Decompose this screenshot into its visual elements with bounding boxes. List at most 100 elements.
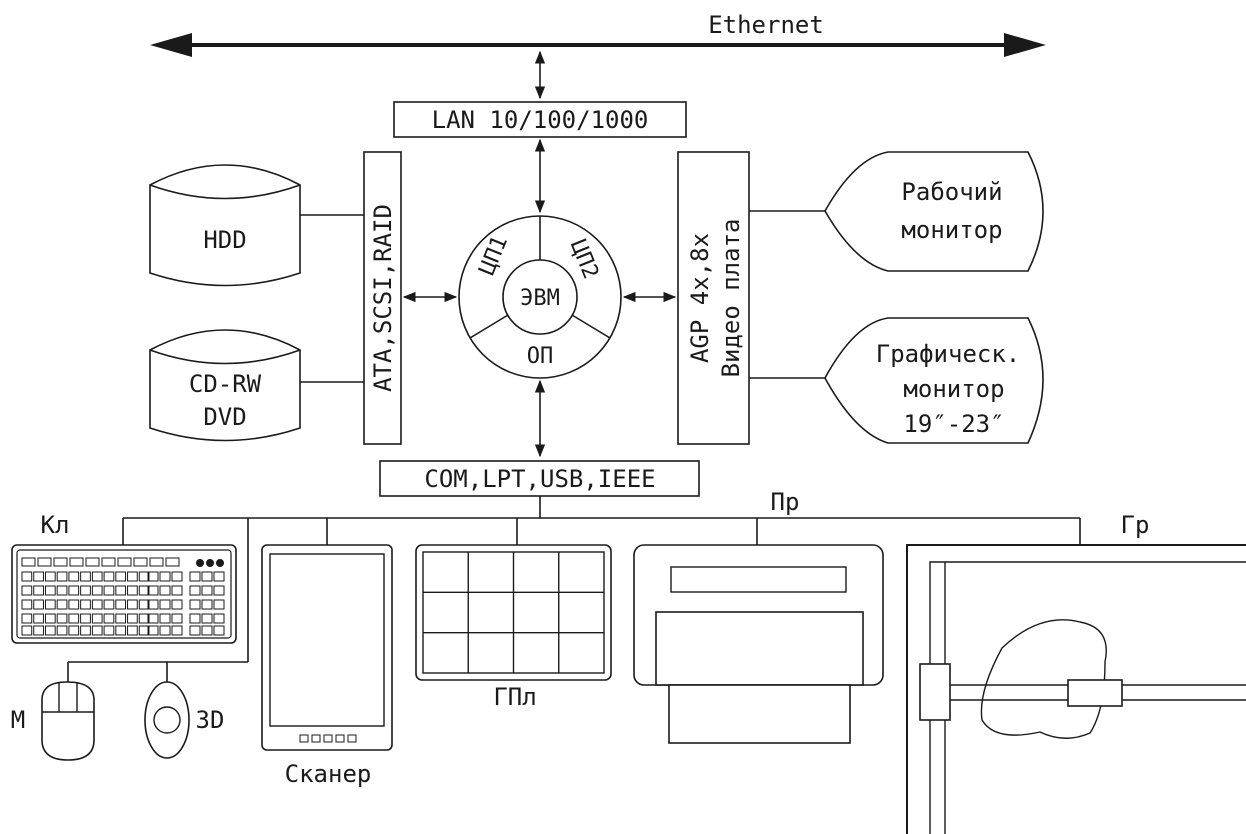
keyboard-indicator-dot <box>206 559 214 567</box>
mouse <box>41 681 95 761</box>
scanner-button <box>323 734 333 743</box>
scanner <box>261 544 393 751</box>
keyboard-key <box>127 571 138 582</box>
keyboard-key <box>213 613 225 624</box>
video-bus-line2: Видео плата <box>717 219 745 378</box>
keyboard-key <box>53 557 68 567</box>
keyboard-key <box>138 571 150 582</box>
keyboard-key <box>201 571 213 582</box>
lan-label: LAN 10/100/1000 <box>432 106 649 134</box>
keyboard-key <box>133 557 148 567</box>
keyboard-key <box>115 599 127 610</box>
keyboard-key <box>138 625 150 636</box>
keyboard-key <box>138 585 150 596</box>
peripheral-bus <box>67 496 1081 682</box>
storage-bus-label: ATA,SCSI,RAID <box>369 204 397 392</box>
keyboard-key <box>68 585 80 596</box>
keyboard-key <box>201 625 213 636</box>
keyboard-key <box>171 585 183 596</box>
keyboard-key <box>68 571 80 582</box>
keyboard-key <box>85 557 100 567</box>
keyboard-key <box>103 585 115 596</box>
keyboard-key <box>44 585 56 596</box>
keyboard-key <box>171 613 183 624</box>
keyboard-key <box>80 613 91 624</box>
keyboard-key <box>91 625 103 636</box>
keyboard-label: Кл <box>41 511 70 539</box>
optical-drive <box>149 329 364 442</box>
keyboard-key <box>138 599 150 610</box>
keyboard-key <box>147 625 159 636</box>
keyboard-key <box>91 613 103 624</box>
keyboard-key <box>33 625 44 636</box>
plotter-label: Гр <box>1121 511 1150 539</box>
scanner-button <box>335 734 345 743</box>
keyboard-key <box>213 625 225 636</box>
graphic-monitor-line1: Графическ. <box>876 340 1021 368</box>
keyboard-key <box>115 585 127 596</box>
keyboard-key <box>56 599 68 610</box>
keyboard-key <box>69 557 84 567</box>
keyboard-indicator-dot <box>216 559 224 567</box>
keyboard-key <box>44 625 56 636</box>
graphic-monitor-line3: 19″-23″ <box>903 410 1004 438</box>
keyboard-key <box>44 599 56 610</box>
keyboard-key <box>21 625 33 636</box>
keyboard-key <box>189 599 201 610</box>
keyboard-key <box>147 571 159 582</box>
keyboard-key <box>91 585 103 596</box>
hdd-drive <box>149 164 364 287</box>
keyboard-key <box>159 585 171 596</box>
keyboard-key <box>115 571 127 582</box>
keyboard-key <box>138 613 150 624</box>
keyboard-key <box>68 625 80 636</box>
graphics-tablet <box>415 544 612 681</box>
keyboard-key <box>33 613 44 624</box>
keyboard-key <box>127 613 138 624</box>
lan-adapter: LAN 10/100/1000 <box>393 101 687 138</box>
keyboard-key <box>159 571 171 582</box>
ethernet-arrow-right <box>1004 33 1046 57</box>
plotter <box>906 544 1246 834</box>
scanner-button <box>311 734 321 743</box>
keyboard-key <box>68 599 80 610</box>
keyboard-indicator-dot <box>196 559 204 567</box>
printer-label: Пр <box>771 488 800 516</box>
keyboard-key <box>189 625 201 636</box>
keyboard-key <box>37 557 52 567</box>
keyboard-key <box>56 613 68 624</box>
hdd-label: HDD <box>203 226 246 254</box>
keyboard-key <box>147 613 159 624</box>
graphic-monitor <box>749 317 1044 444</box>
keyboard-key <box>21 599 33 610</box>
work-monitor-line2: монитор <box>901 216 1002 244</box>
keyboard-key <box>201 585 213 596</box>
memory-label: ОП <box>527 344 554 369</box>
keyboard-key <box>189 585 201 596</box>
keyboard-key <box>127 585 138 596</box>
keyboard-key <box>103 571 115 582</box>
keyboard-key <box>117 557 132 567</box>
keyboard-key <box>33 599 44 610</box>
dvd-label: DVD <box>203 403 246 431</box>
keyboard-key <box>68 613 80 624</box>
graphic-monitor-line2: монитор <box>903 375 1004 403</box>
cd-rw-label: CD-RW <box>189 370 262 398</box>
keyboard-key <box>213 585 225 596</box>
keyboard-key <box>171 599 183 610</box>
keyboard-key <box>103 599 115 610</box>
keyboard-key <box>147 585 159 596</box>
ethernet-bus <box>150 33 1046 57</box>
work-monitor-line1: Рабочий <box>901 178 1002 206</box>
keyboard-key <box>201 599 213 610</box>
mouse-label: М <box>11 706 25 734</box>
keyboard-key <box>56 571 68 582</box>
video-bus-line1: AGP 4x,8x <box>686 233 714 363</box>
scanner-label: Сканер <box>285 760 372 788</box>
keyboard-key <box>21 585 33 596</box>
keyboard-key <box>103 613 115 624</box>
storage-bus <box>363 151 402 445</box>
scanner-button <box>347 734 357 743</box>
keyboard-key <box>189 571 201 582</box>
keyboard-key <box>21 613 33 624</box>
